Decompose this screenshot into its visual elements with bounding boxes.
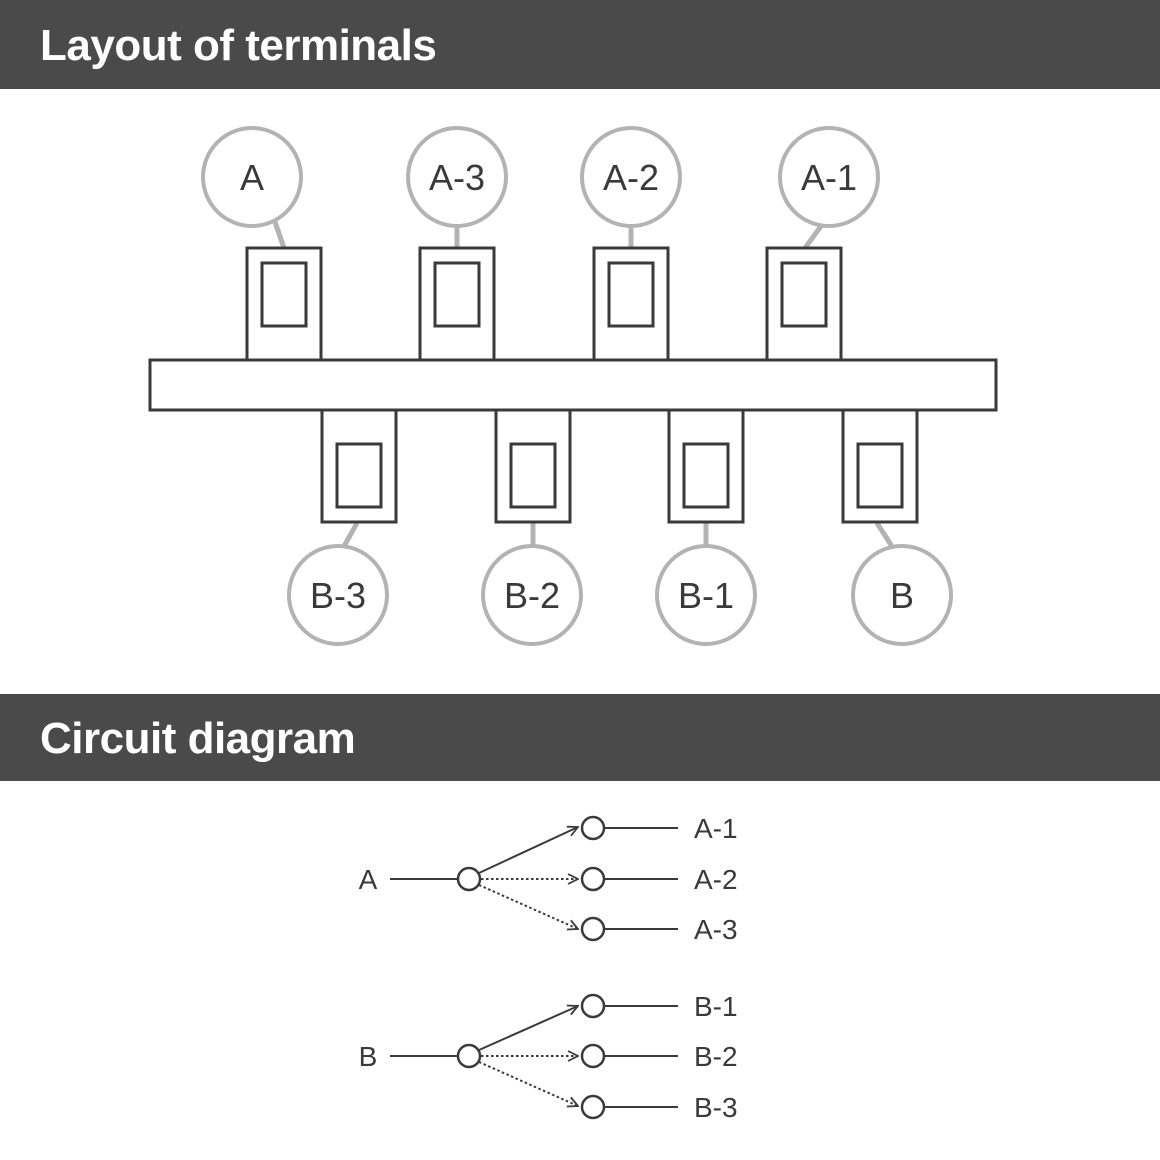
bottom-bubbles [287,544,953,646]
common-node [456,1043,482,1069]
top-labels: A A-3 A-2 A-1 [240,157,857,198]
label-bubble [655,544,757,646]
bottom-labels: B-3 B-2 B-1 B [310,575,914,616]
terminal-label-b3: B-3 [310,575,366,616]
top-leader-lines [272,220,827,250]
circuit-group-b: B B-1 B-2 B-3 [359,991,738,1123]
layout-section-header: Layout of terminals [0,0,1160,89]
terminal-layout: A A-3 A-2 A-1 B-3 B-2 B-1 B [148,126,998,646]
circuit-output-labels-b: B-1 B-2 B-3 [694,991,738,1123]
switch-arrow-dotted [478,884,578,929]
circuit-output-label: B-1 [694,991,738,1022]
label-bubble [851,544,953,646]
label-bubble [406,126,508,228]
terminal-bar [148,358,998,412]
output-node [580,866,606,892]
terminal-slot [607,261,655,328]
terminal-slot [433,261,481,328]
terminal-label-a3: A-3 [429,157,485,198]
terminal-label-a1: A-1 [801,157,857,198]
terminal-label-b: B [890,575,914,616]
terminal-slot [856,442,904,509]
circuit-output-label: B-2 [694,1041,738,1072]
output-node [580,815,606,841]
output-node [580,993,606,1019]
top-terminals [245,246,843,362]
circuit-output-labels-a: A-1 A-2 A-3 [694,813,738,945]
switch-arrow-dotted [478,1061,578,1106]
label-bubble [778,126,880,228]
label-bubble [287,544,389,646]
label-bubble [481,544,583,646]
switch-arrow-active [478,1006,578,1051]
terminal-slot [260,261,308,328]
switch-arrow-active [478,827,578,874]
terminal-slot [335,442,383,509]
output-node [580,916,606,942]
bottom-leader-lines [340,521,896,550]
terminal-slot [509,442,557,509]
circuit-output-label: A-3 [694,914,738,945]
circuit-output-label: A-2 [694,864,738,895]
terminal-label-a: A [240,157,264,198]
terminal-label-a2: A-2 [603,157,659,198]
circuit-section-title: Circuit diagram [40,714,356,763]
leader-line [272,221,287,249]
circuit-input-label-b: B [359,1041,378,1072]
circuit-group-a: A A-1 A-2 A-3 [359,813,738,945]
bottom-terminals [320,408,919,524]
output-node [580,1094,606,1120]
terminal-label-b1: B-1 [678,575,734,616]
circuit-output-label: B-3 [694,1092,738,1123]
label-bubble [580,126,682,228]
circuit-output-label: A-1 [694,813,738,844]
common-node [456,866,482,892]
leader-line [340,521,360,550]
top-bubbles [201,126,880,228]
terminal-slot [682,442,730,509]
layout-section-title: Layout of terminals [40,21,437,70]
terminal-label-b2: B-2 [504,575,560,616]
label-bubble [201,126,303,228]
circuit-section-header: Circuit diagram [0,694,1160,781]
terminal-slot [780,261,828,328]
leader-line [874,521,896,550]
circuit-input-label-a: A [359,864,378,895]
output-node [580,1043,606,1069]
